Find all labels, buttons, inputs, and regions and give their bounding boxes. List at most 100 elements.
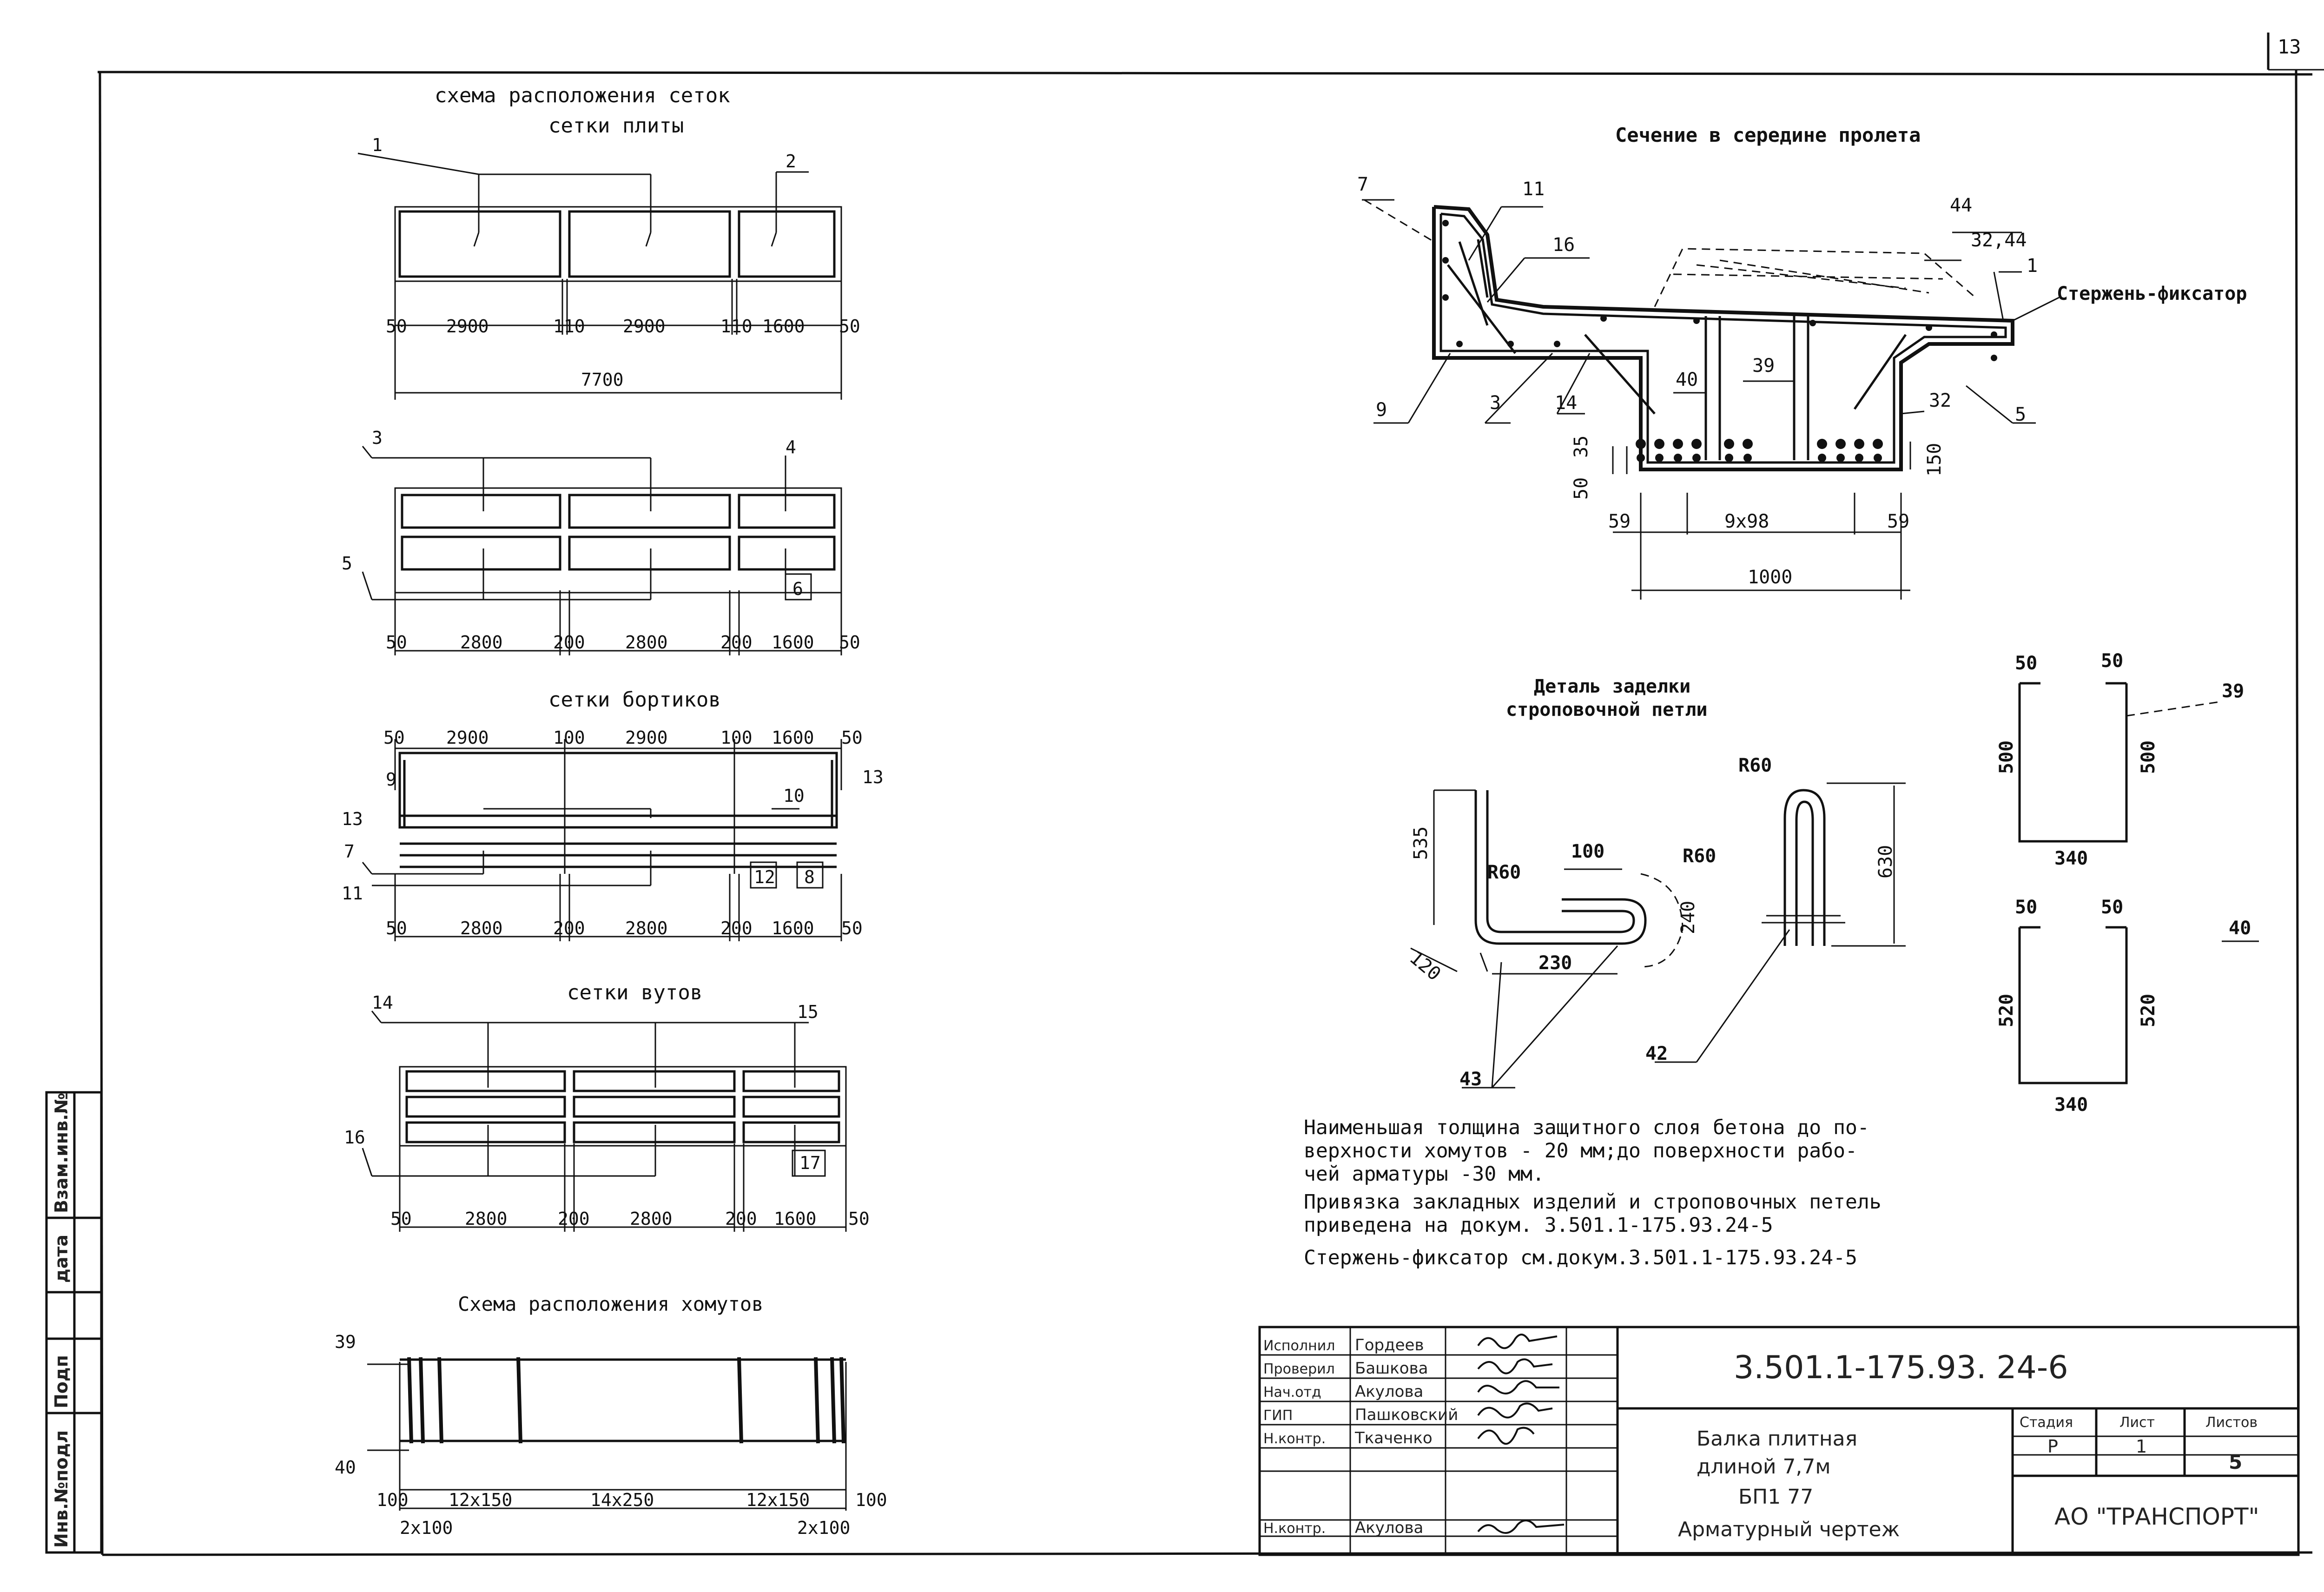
name-5: Акулова: [1355, 1519, 1423, 1537]
lower-pos-5: 5: [342, 553, 352, 574]
curb-bottom-dim-6: 50: [841, 918, 863, 938]
curb-bottom-dim-5: 1600: [772, 918, 814, 938]
curb-bottom-dim-1: 2800: [460, 918, 503, 938]
stirrup-dim-3: 12x150: [746, 1490, 810, 1510]
title-block-names: Гордеев Башкова Акулова Пашковский Ткаче…: [1354, 1336, 1458, 1537]
curb-bottom-dim-4: 200: [720, 918, 753, 938]
title-block-roles: Исполнил Проверил Нач.отд ГИП Н.контр. Н…: [1263, 1338, 1335, 1537]
slab-dims: 50 2900 110 2900 110 1600 50 7700: [386, 316, 860, 390]
margin-interchange: Взам.инв.№: [51, 1093, 72, 1213]
slab-mesh-subtitle: сетки плиты: [548, 114, 684, 138]
curb-top-dim-5: 1600: [772, 727, 814, 748]
stirrup-dim-4: 100: [855, 1490, 887, 1510]
curb-pos-8: 8: [804, 867, 815, 887]
section-p3: 3: [1490, 392, 1501, 414]
loop-d100: 100: [1571, 841, 1604, 862]
loop-p43: 43: [1459, 1069, 1482, 1090]
haunch-pos-15: 15: [797, 1002, 819, 1022]
section-p16: 16: [1552, 234, 1575, 256]
curb-top-dim-6: 50: [841, 727, 863, 748]
section-p32: 32: [1929, 390, 1951, 411]
name-3: Пашковский: [1355, 1406, 1458, 1424]
curb-top-dim-1: 2900: [446, 727, 489, 748]
title-block-name: Балка плитная длиной 7,7м БП1 77 Арматур…: [1678, 1427, 1900, 1541]
section-p9: 9: [1376, 399, 1387, 421]
slab-dim-2: 110: [553, 316, 585, 337]
margin-date: дата: [51, 1235, 72, 1283]
section-bars: [1442, 220, 1997, 462]
loop-detail-drawing: [1410, 782, 1906, 1089]
section-dims: 50 35 150 59 9x98 59 1000: [1571, 436, 1945, 588]
loop-d120: 120: [1406, 947, 1445, 985]
haunch-pos-14: 14: [372, 992, 393, 1013]
curb-bottom-dim-0: 50: [386, 918, 407, 938]
stirrup-40-width: 340: [2054, 1094, 2088, 1116]
stirrup-39-top-left: 50: [2015, 653, 2037, 674]
haunch-dim-2: 200: [558, 1209, 590, 1229]
section-p11: 11: [1522, 178, 1545, 200]
stirrup-39: [2018, 682, 2220, 843]
section-labels: 7 11 16 44 32,44 1 Стержень-фиксатор 9 3…: [1357, 174, 2247, 425]
curb-bottom-dim-3: 2800: [625, 918, 668, 938]
sheets-header: Листов: [2205, 1414, 2258, 1431]
curb-mesh-subtitle: сетки бортиков: [548, 688, 721, 712]
stirrup-39-top-right: 50: [2101, 650, 2123, 672]
lower-pos-4: 4: [786, 437, 796, 457]
stirrup-39-left-h: 500: [1996, 740, 2017, 774]
lower-dim-6: 50: [839, 632, 860, 653]
curb-pos-11: 11: [342, 883, 363, 904]
note-1-line-2: верхности хомутов - 20 мм;до поверхности…: [1304, 1139, 1857, 1163]
sheets-value: 5: [2229, 1451, 2242, 1473]
lower-pos-3: 3: [372, 428, 383, 448]
haunch-dim-3: 2800: [630, 1209, 673, 1229]
slab-dim-3: 2900: [623, 316, 666, 337]
stirrup-dim-0: 100: [376, 1490, 409, 1510]
name-0: Гордеев: [1355, 1336, 1424, 1354]
section-v50: 50: [1571, 477, 1592, 500]
haunch-pos-16: 16: [344, 1127, 365, 1148]
slab-dim-4: 110: [720, 316, 753, 337]
curb-pos-13-right: 13: [862, 767, 884, 787]
loop-p42: 42: [1645, 1043, 1668, 1064]
title-line-2: длиной 7,7м: [1697, 1455, 1831, 1479]
stirrup-39-labels: 50 50 39 500 500 340: [1996, 650, 2244, 869]
role-2: Нач.отд: [1263, 1384, 1321, 1400]
page-number: 13: [2278, 35, 2301, 58]
section-p44: 44: [1950, 195, 1972, 216]
role-3: ГИП: [1263, 1407, 1293, 1424]
note-2-line-1: Привязка закладных изделий и строповочны…: [1304, 1190, 1882, 1214]
doc-code: 3.501.1-175.93. 24-6: [1734, 1349, 2068, 1386]
margin-inventory: Инв.№подл: [51, 1430, 72, 1548]
role-4: Н.контр.: [1263, 1431, 1326, 1447]
slab-pos-2: 2: [786, 151, 796, 172]
notes: Наименьшая толщина защитного слоя бетона…: [1304, 1116, 1882, 1269]
section-p7: 7: [1357, 174, 1368, 195]
stirrup-40-right-h: 520: [2138, 994, 2159, 1027]
signatures: [1477, 1334, 1565, 1534]
loop-r60-c: R60: [1738, 755, 1772, 776]
haunch-dim-4: 200: [725, 1209, 757, 1229]
curb-top-dim-0: 50: [383, 727, 405, 748]
stirrup-scheme-title: Схема расположения хомутов: [458, 1293, 763, 1315]
curb-pos-10: 10: [783, 786, 805, 806]
curb-pos-12: 12: [754, 867, 775, 887]
left-margin-stamp: Взам.инв.№ дата Подп Инв.№подл: [45, 1091, 103, 1554]
mesh-scheme-title: схема расположения сеток: [435, 84, 730, 107]
title-line-3: БП1 77: [1738, 1485, 1813, 1509]
stage-value: Р: [2047, 1436, 2058, 1457]
curb-top-dim-4: 100: [720, 727, 753, 748]
slab-dim-5: 1600: [762, 316, 805, 337]
name-4: Ткаченко: [1354, 1429, 1433, 1447]
section-p1: 1: [2027, 255, 2038, 277]
section-title: Сечение в середине пролета: [1615, 124, 1921, 146]
curb-top-dims: 50 2900 100 2900 100 1600 50: [383, 727, 863, 748]
lower-dim-0: 50: [386, 632, 407, 653]
title-block: [1258, 1326, 2300, 1556]
curb-bottom-dim-2: 200: [553, 918, 585, 938]
stirrup-dim-1: 12x150: [449, 1490, 512, 1510]
section-mid: 9x98: [1724, 511, 1769, 532]
slab-pos-1: 1: [372, 135, 383, 155]
org-name: АО "ТРАНСПОРТ": [2054, 1503, 2259, 1530]
lower-dim-5: 1600: [772, 632, 814, 653]
